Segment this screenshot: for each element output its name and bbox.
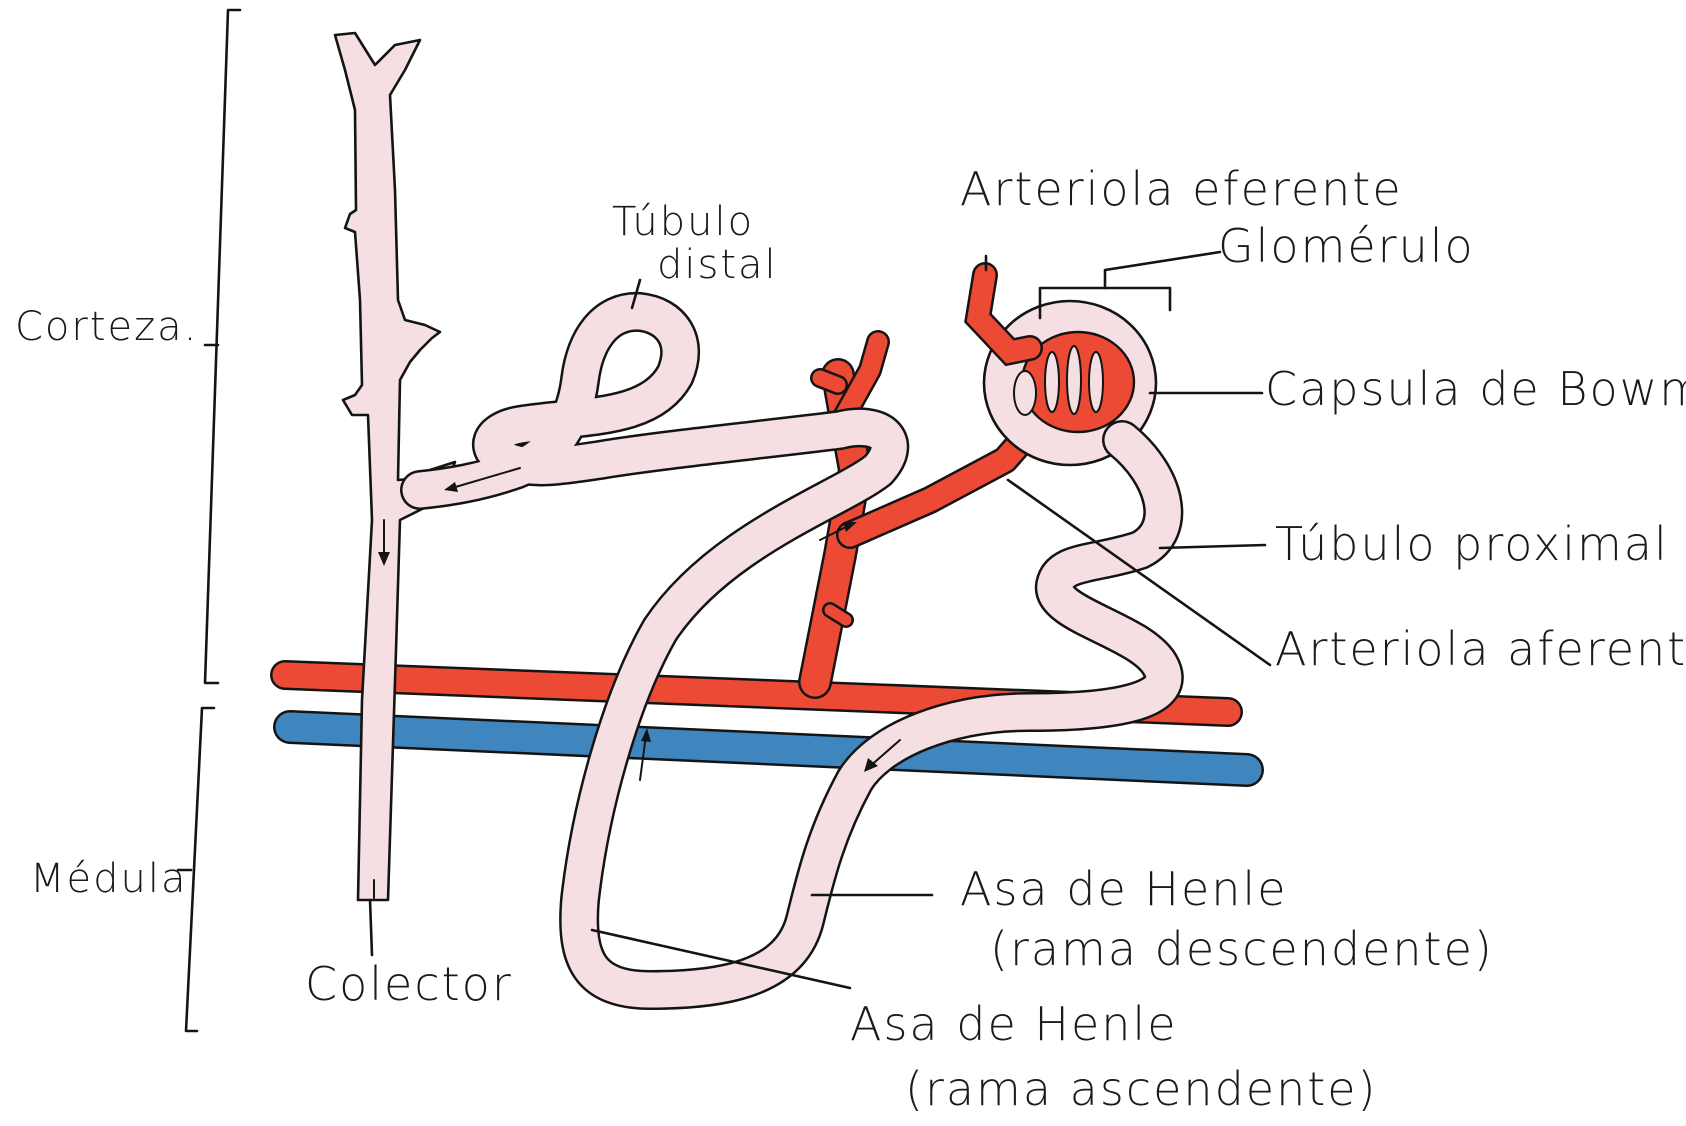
henle-ascending-label-1: Asa de Henle bbox=[850, 997, 1178, 1051]
collecting-duct bbox=[335, 33, 455, 900]
vein-horizontal bbox=[290, 727, 1247, 770]
collector-label: Colector bbox=[305, 957, 513, 1011]
henle-ascending-label-2: (rama ascendente) bbox=[905, 1062, 1378, 1116]
distal-tubule-label-1: Túbulo bbox=[612, 199, 754, 245]
medulla-label: Médula bbox=[30, 856, 188, 902]
efferent-arteriole-label: Arteriola eferente bbox=[960, 162, 1403, 216]
proximal-tubule-label: Túbulo proximal bbox=[1275, 517, 1669, 571]
cortex-bracket bbox=[205, 10, 240, 683]
afferent-arteriole-label: Arteriola aferente bbox=[1275, 622, 1686, 676]
glomerulus-label: Glomérulo bbox=[1218, 219, 1475, 273]
bowman-capsule-label: Capsula de Bowman bbox=[1265, 362, 1686, 416]
henle-descending-label-1: Asa de Henle bbox=[960, 862, 1288, 916]
henle-descending-label-2: (rama descendente) bbox=[990, 922, 1494, 976]
cortex-label: Corteza. bbox=[15, 304, 198, 350]
distal-tubule-label-2: distal bbox=[657, 242, 778, 288]
